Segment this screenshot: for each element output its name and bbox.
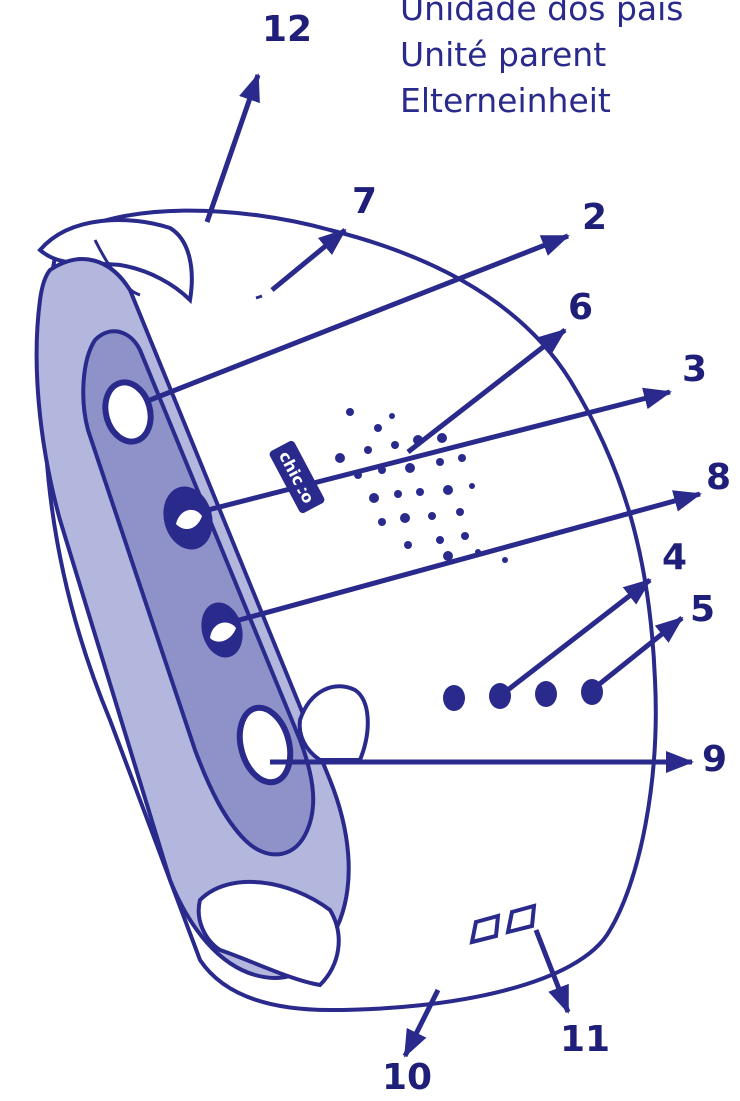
- callout-4: 4: [662, 537, 688, 578]
- callout-9: 9: [702, 739, 728, 780]
- leader-arrows: [149, 73, 702, 1058]
- callout-2: 2: [582, 197, 608, 238]
- callout-3: 3: [682, 349, 708, 390]
- arrow-2: [149, 233, 570, 403]
- side-clip: [297, 684, 370, 762]
- callout-5: 5: [690, 589, 716, 630]
- callout-12: 12: [262, 9, 313, 50]
- callout-6: 6: [568, 287, 594, 328]
- button-2: [102, 379, 154, 445]
- arrow-11: [533, 929, 571, 1014]
- ports: [469, 903, 537, 945]
- callout-11: 11: [560, 1019, 611, 1060]
- arrow-10: [402, 988, 441, 1058]
- arrow-6: [406, 328, 567, 454]
- bottom-clip: [196, 879, 341, 988]
- title-line-pt: Unidade dos pais: [400, 0, 684, 28]
- arrow-5: [590, 616, 684, 692]
- callout-7: 7: [352, 181, 378, 222]
- arrow-7: [270, 228, 347, 292]
- arrow-12: [204, 73, 261, 223]
- arrow-4: [498, 578, 652, 698]
- callout-8: 8: [706, 457, 732, 498]
- title-line-fr: Unité parent: [400, 35, 607, 74]
- title-line-de: Elterneinheit: [400, 81, 611, 120]
- led-indicators: [443, 679, 603, 711]
- speaker-grille: [335, 408, 508, 563]
- arrow-3: [199, 387, 672, 515]
- callout-10: 10: [382, 1057, 433, 1098]
- arrow-8: [231, 490, 702, 625]
